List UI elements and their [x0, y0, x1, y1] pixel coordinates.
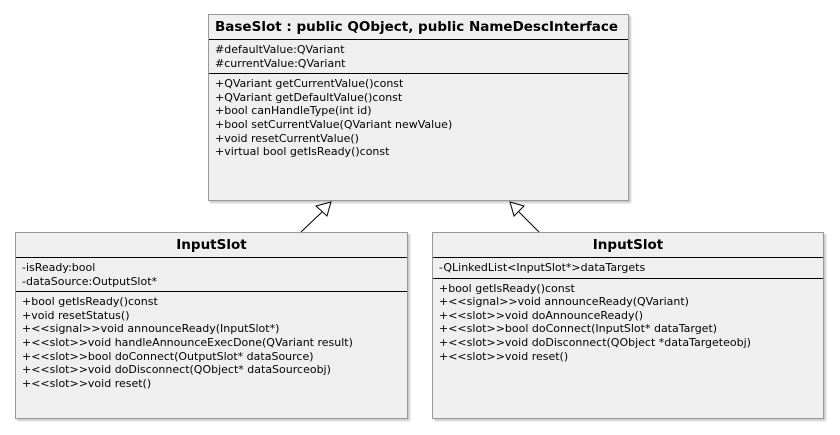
- method: +bool canHandleType(int id): [215, 104, 372, 118]
- method: +<<slot>>void doDisconnect(QObject* data…: [22, 363, 331, 377]
- methods-section: +QVariant getCurrentValue()const +QVaria…: [209, 74, 628, 162]
- method: +QVariant getDefaultValue()const: [215, 90, 403, 104]
- method: +bool getIsReady()const: [22, 295, 158, 309]
- base-slot-class[interactable]: BaseSlot : public QObject, public NameDe…: [208, 14, 629, 201]
- inheritance-arrow-right: [509, 201, 540, 233]
- method: +QVariant getCurrentValue()const: [215, 77, 404, 91]
- method: +virtual bool getIsReady()const: [215, 145, 390, 159]
- attribute: -QLinkedList<InputSlot*>dataTargets: [439, 261, 646, 274]
- methods-section: +bool getIsReady()const +<<signal>>void …: [433, 279, 823, 367]
- method: +<<signal>>void announceReady(QVariant): [439, 295, 689, 309]
- method: +<<slot>>void reset(): [439, 349, 569, 363]
- class-title: InputSlot: [433, 233, 823, 258]
- method: +<<slot>>bool doConnect(OutputSlot* data…: [22, 349, 314, 363]
- method: +<<slot>>void handleAnnounceExecDone(QVa…: [22, 335, 353, 349]
- input-slot-class[interactable]: InputSlot -isReady:bool -dataSource:Outp…: [15, 232, 408, 419]
- method: +void resetCurrentValue(): [215, 131, 359, 145]
- method: +<<signal>>void announceReady(InputSlot*…: [22, 322, 280, 336]
- method: +bool getIsReady()const: [439, 281, 575, 295]
- method: +<<slot>>void reset(): [22, 376, 152, 390]
- attribute: #defaultValue:QVariant: [215, 43, 345, 56]
- method: +<<slot>>bool doConnect(InputSlot* dataT…: [439, 322, 718, 336]
- method: +<<slot>>void doDisconnect(QObject *data…: [439, 335, 751, 349]
- inheritance-arrow-left: [300, 201, 332, 233]
- methods-section: +bool getIsReady()const +void resetStatu…: [16, 292, 407, 393]
- method: +<<slot>>void doAnnounceReady(): [439, 308, 644, 322]
- attribute: -dataSource:OutputSlot*: [22, 274, 158, 288]
- attribute: -isReady:bool: [22, 261, 96, 274]
- method: +bool setCurrentValue(QVariant newValue): [215, 117, 453, 131]
- attributes-section: -QLinkedList<InputSlot*>dataTargets: [433, 258, 823, 279]
- attributes-section: #defaultValue:QVariant #currentValue:QVa…: [209, 40, 628, 75]
- attributes-section: -isReady:bool -dataSource:OutputSlot*: [16, 258, 407, 293]
- method: +void resetStatus(): [22, 308, 130, 322]
- attribute: #currentValue:QVariant: [215, 56, 346, 70]
- class-title: BaseSlot : public QObject, public NameDe…: [209, 15, 628, 40]
- class-title: InputSlot: [16, 233, 407, 258]
- output-slot-class[interactable]: InputSlot -QLinkedList<InputSlot*>dataTa…: [432, 232, 824, 419]
